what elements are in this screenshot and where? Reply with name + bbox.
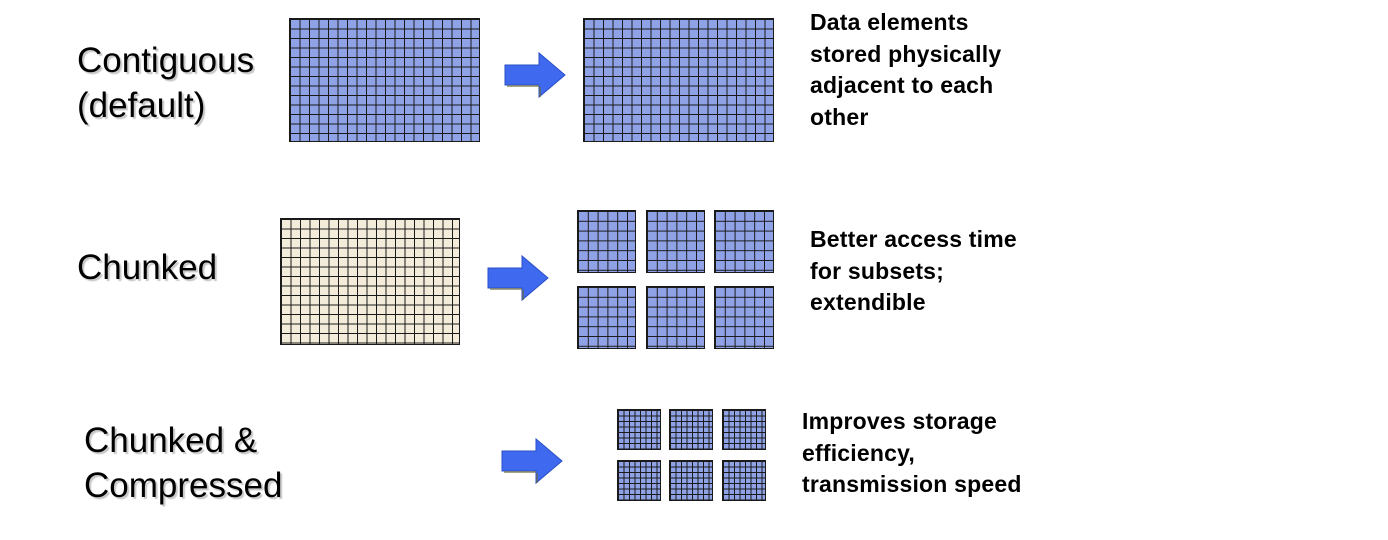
- chunked-description: Better access time for subsets; extendib…: [810, 224, 1017, 319]
- contiguous-source-grid: [289, 18, 480, 142]
- contiguous-description-line-2: stored physically: [810, 40, 1002, 67]
- compressed-chunk-block: [617, 460, 661, 501]
- contiguous-description-line-4: other: [810, 103, 869, 130]
- chunked-description-line-1: Better access time: [810, 226, 1017, 252]
- chunked-source-grid: [280, 218, 460, 345]
- right-arrow-icon: [501, 437, 563, 485]
- chunk-block: [714, 210, 774, 273]
- compressed-chunk-block: [722, 409, 766, 450]
- chunk-block: [577, 210, 636, 273]
- compressed-chunk-block: [669, 460, 713, 501]
- contiguous-label-line-1: Contiguous: [77, 41, 255, 80]
- chunked-description-line-2: for subsets;: [810, 257, 945, 284]
- chunked-label-line-1: Chunked: [77, 248, 218, 287]
- contiguous-stored-grid: [583, 18, 774, 142]
- chunked-label: Chunked: [77, 245, 217, 290]
- compressed-chunk-block: [617, 409, 661, 450]
- compressed-label-line-2: Compressed: [84, 466, 283, 505]
- chunked-description-line-3: extendible: [810, 289, 926, 315]
- compressed-label-line-1: Chunked &: [84, 421, 258, 460]
- right-arrow-icon: [487, 254, 549, 302]
- chunk-block: [577, 286, 636, 349]
- contiguous-description-line-1: Data elements: [810, 9, 969, 35]
- compressed-label: Chunked & Compressed: [84, 418, 282, 508]
- compressed-chunk-block: [669, 409, 713, 450]
- compressed-description-line-1: Improves storage: [802, 408, 997, 434]
- compressed-description: Improves storage efficiency, transmissio…: [802, 406, 1022, 501]
- compressed-description-line-2: efficiency,: [802, 439, 915, 466]
- compressed-chunk-block: [722, 460, 766, 501]
- chunk-block: [714, 286, 774, 349]
- contiguous-description: Data elements stored physically adjacent…: [810, 7, 1001, 133]
- contiguous-label: Contiguous (default): [77, 38, 254, 128]
- chunk-block: [646, 286, 705, 349]
- right-arrow-icon: [504, 51, 566, 99]
- contiguous-description-line-3: adjacent to each: [810, 72, 994, 98]
- compressed-description-line-3: transmission speed: [802, 471, 1022, 497]
- chunk-block: [646, 210, 705, 273]
- contiguous-label-line-2: (default): [77, 86, 206, 125]
